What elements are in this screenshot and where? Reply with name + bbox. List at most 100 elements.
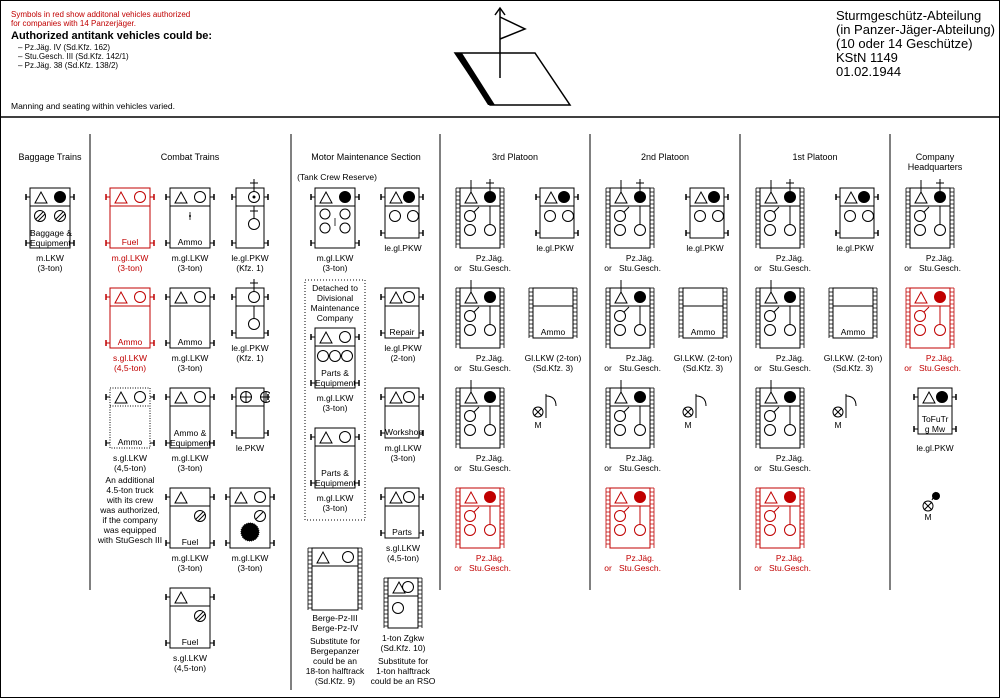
fuel-truck-icon — [165, 587, 215, 649]
cargo-line: Ammo — [177, 237, 203, 247]
label-3ton: (3-ton) — [37, 263, 63, 273]
label-3ton: (3-ton) — [177, 263, 203, 273]
label-or: or — [454, 263, 462, 273]
title-line: Sturmgeschütz-Abteilung — [836, 8, 982, 23]
hq-motorcycle-icon — [922, 491, 940, 512]
vehicle-cargo-label: Ammo — [170, 237, 210, 247]
label-stugesch: Stu.Gesch. — [468, 563, 512, 573]
label-sdkfz3: (Sd.Kfz. 3) — [682, 363, 724, 373]
cargo-line: Ammo — [117, 437, 143, 447]
label-pzjag: Pz.Jäg. — [775, 453, 805, 463]
label-2ton: (2-ton) — [390, 353, 416, 363]
cargo-line: Equipment — [315, 378, 356, 388]
label-stugesch: Stu.Gesch. — [768, 463, 812, 473]
legend-red-line: for companies with 14 Panzerjäger. — [11, 19, 136, 28]
note-line: if the company — [102, 515, 158, 525]
assault-gun-icon — [455, 380, 505, 449]
vehicle-cargo-label: Repair — [385, 327, 419, 337]
label-pzjag: Pz.Jäg. — [625, 453, 655, 463]
ammo-truck-red-icon — [105, 287, 155, 349]
assault-gun-icon — [455, 280, 505, 349]
cargo-line: Fuel — [121, 237, 139, 247]
note-line: (Sd.Kfz. 9) — [314, 676, 356, 686]
vehicle-cargo-label: Parts — [385, 527, 419, 537]
label-pzjag: Pz.Jäg. — [625, 253, 655, 263]
radio-car-icon — [913, 387, 957, 435]
label-mgllkw: m.gl.LKW — [384, 443, 422, 453]
label-or: or — [604, 263, 612, 273]
additional-truck-note: An additional 4.5-ton truck with its cre… — [95, 475, 165, 545]
ammo-truck-icon — [165, 187, 215, 249]
authorized-item: – Pz.Jäg. IV (Sd.Kfz. 162) — [18, 43, 111, 52]
vehicle-cargo-label: Fuel — [110, 237, 150, 247]
label-3ton: (3-ton) — [237, 563, 263, 573]
manning-note: Manning and seating within vehicles vari… — [11, 101, 175, 111]
label-3ton: (3-ton) — [177, 463, 203, 473]
note-line: 1-ton halftrack — [376, 666, 430, 676]
label-kfz1: (Kfz. 1) — [236, 353, 264, 363]
label-or: or — [904, 363, 912, 373]
label-berge2: Berge-Pz-IV — [311, 623, 359, 633]
platoon-car-icon — [685, 187, 729, 239]
label-or: or — [754, 563, 762, 573]
label-leglpkw: le.gl.PKW — [686, 243, 724, 253]
cargo-line: ToFuTr — [921, 414, 949, 424]
label-or: or — [454, 463, 462, 473]
parts-truck-icon — [310, 427, 360, 489]
vehicle-cargo-label: Fuel — [170, 637, 210, 647]
baggage-truck-icon — [25, 187, 75, 249]
note-line: 4.5-ton truck — [106, 485, 154, 495]
assault-gun-icon — [755, 179, 805, 249]
label-leglpkw: le.gl.PKW — [231, 343, 269, 353]
authorized-list: – Pz.Jäg. IV (Sd.Kfz. 162) – Stu.Gesch. … — [18, 43, 129, 70]
cargo-line: Ammo — [840, 327, 866, 337]
note-line: Substitute for — [377, 656, 429, 666]
label-stugesch: Stu.Gesch. — [768, 263, 812, 273]
title-line: KStN 1149 — [836, 50, 898, 65]
substitute-berge-note: Substitute for Bergepanzer could be an 1… — [295, 636, 375, 686]
vehicle-cargo-label: Ammo — [683, 327, 723, 337]
cargo-line: Ammo — [540, 327, 566, 337]
parts-truck-icon — [380, 487, 424, 539]
cargo-line: Parts & — [321, 368, 349, 378]
label-sdkfz3: (Sd.Kfz. 3) — [832, 363, 874, 373]
cargo-line: Ammo — [690, 327, 716, 337]
substitute-zgkw-note: Substitute for 1-ton halftrack could be … — [368, 656, 438, 686]
cargo-line: Ammo — [177, 337, 203, 347]
label-3ton: (3-ton) — [177, 563, 203, 573]
hq-assault-gun-icon — [905, 179, 955, 249]
cargo-line: Equipment — [170, 438, 211, 448]
vehicle-cargo-label: Ammo — [110, 337, 150, 347]
cargo-line: Ammo — [117, 337, 143, 347]
assault-gun-red-icon — [455, 487, 505, 549]
motorcycle-icon — [832, 394, 857, 418]
assault-gun-red-icon — [605, 487, 655, 549]
motorcycle-icon — [682, 394, 707, 418]
label-mgllkw: m.gl.LKW — [316, 493, 354, 503]
label-sgllkw: s.gl.LKW — [112, 453, 147, 463]
label-glkw: Gl.LKW (2-ton) — [524, 353, 582, 363]
label-stugesch: Stu.Gesch. — [468, 363, 512, 373]
label-pzjag: Pz.Jäg. — [625, 553, 655, 563]
vehicle-cargo-label: Ammo — [533, 327, 573, 337]
workshop-truck-icon — [380, 387, 424, 439]
staff-car-icon — [231, 179, 269, 249]
vehicle-cargo-label: Ammo — [110, 437, 150, 447]
cargo-line: Repair — [389, 327, 415, 337]
label-kfz1: (Kfz. 1) — [236, 263, 264, 273]
vehicle-cargo-label: Ammo &Equipment — [170, 428, 211, 448]
column-header-2nd-platoon: 2nd Platoon — [640, 152, 690, 162]
label-45ton: (4,5-ton) — [113, 363, 147, 373]
cargo-line: Workshop — [385, 427, 424, 437]
cargo-line: Equipment — [30, 238, 71, 248]
label-45ton: (4,5-ton) — [113, 463, 147, 473]
label-stugesch: Stu.Gesch. — [468, 463, 512, 473]
assault-gun-icon — [605, 280, 655, 349]
cargo-line: Fuel — [181, 637, 199, 647]
halftrack-icon — [383, 577, 423, 629]
label-pzjag: Pz.Jäg. — [475, 353, 505, 363]
label-stugesch: Stu.Gesch. — [618, 363, 662, 373]
car-icon — [380, 187, 424, 239]
label-stugesch: Stu.Gesch. — [768, 363, 812, 373]
